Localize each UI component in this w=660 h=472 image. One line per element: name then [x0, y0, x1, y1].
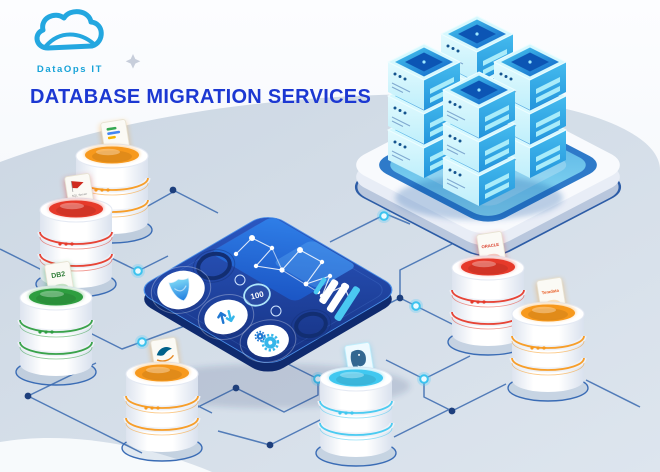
- mini-ring: [270, 305, 282, 317]
- circuit-node-glow: [135, 335, 149, 349]
- server-tower: [441, 71, 517, 206]
- gears-icon: [239, 319, 297, 363]
- circuit-node-dot: [24, 392, 32, 400]
- svg-text:100: 100: [250, 289, 266, 301]
- cloud-icon: [34, 9, 104, 51]
- server-towers: [386, 15, 568, 206]
- database-cylinder-mysql: [121, 337, 203, 462]
- ring-widget: [192, 249, 236, 283]
- page-title: DATABASE MIGRATION SERVICES: [30, 86, 372, 108]
- cloud-server-platform: [354, 15, 622, 257]
- sync-arrows-icon: [197, 294, 255, 340]
- circuit-node-glow: [417, 372, 431, 386]
- circuit-node-dot: [448, 407, 456, 415]
- svg-text:SQL Server: SQL Server: [71, 192, 87, 198]
- bar-chart: [313, 277, 361, 322]
- circuit-node-glow: [131, 264, 145, 278]
- sparkle-icon: [125, 54, 141, 69]
- svg-text:ORACLE: ORACLE: [481, 242, 499, 250]
- database-cylinder-postgresql: [315, 342, 397, 467]
- mini-ring: [234, 274, 246, 286]
- progress-badge: 100: [243, 283, 271, 307]
- circuit-node-dot: [266, 441, 274, 449]
- circuit-node-dot: [169, 186, 177, 194]
- brand-name: DataOps IT: [36, 64, 104, 75]
- migration-dashboard: 100: [134, 217, 410, 408]
- svg-text:DB2: DB2: [51, 271, 66, 280]
- background-swoosh: [0, 437, 212, 472]
- database-cylinder-teradata: Teradata: [507, 277, 589, 402]
- circuit-node-glow: [409, 299, 423, 313]
- circuit-node-dot: [396, 294, 404, 302]
- database-cylinder-db2: DB2: [15, 261, 97, 386]
- circuit-node-glow: [377, 209, 391, 223]
- ring-widget: [290, 309, 332, 341]
- brand-logo[interactable]: DataOps IT: [22, 6, 118, 75]
- database-cylinder-oracle: ORACLE: [447, 231, 529, 356]
- server-tower: [386, 43, 462, 178]
- security-shield-icon: [150, 266, 212, 314]
- svg-text:Teradata: Teradata: [541, 288, 559, 296]
